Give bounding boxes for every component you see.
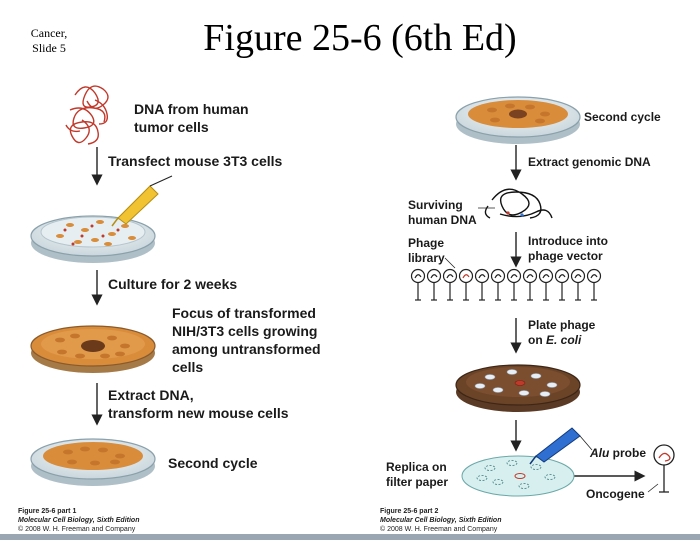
corner-line-2: Slide 5: [32, 41, 66, 55]
caption-1-book: Molecular Cell Biology, Sixth Edition: [18, 517, 140, 524]
caption-2-book: Molecular Cell Biology, Sixth Edition: [380, 517, 502, 524]
phage-icon: [554, 268, 570, 301]
label-focus-line-1: Focus of transformed: [172, 305, 316, 321]
phage-icon: [410, 268, 426, 301]
human-tumor-dna-icon: [65, 85, 109, 145]
label-replica: Replica on filter paper: [386, 460, 448, 490]
label-alu: Alu: [590, 446, 610, 460]
label-alu-probe: Alu probe: [590, 446, 646, 461]
petri-dish-phage-plate: [455, 364, 581, 412]
label-second-cycle-left: Second cycle: [168, 455, 258, 471]
label-phage-line-1: Phage: [408, 236, 445, 250]
label-replica-line-2: filter paper: [386, 475, 449, 489]
caption-1-title: Figure 25-6 part 1: [18, 508, 77, 515]
caption-part-1: Figure 25-6 part 1 Molecular Cell Biolog…: [18, 507, 139, 534]
label-probe: probe: [609, 446, 647, 460]
label-introduce-line-1: Introduce into: [528, 234, 608, 248]
phage-icon: [442, 268, 458, 301]
label-focus-line-4: cells: [172, 359, 204, 375]
slide-title: Figure 25-6 (6th Ed): [203, 17, 517, 59]
label-surviving-line-1: Surviving: [408, 198, 463, 212]
label-dna-from-tumor: DNA from human tumor cells: [134, 100, 249, 136]
label-plate-organism: E. coli: [546, 333, 582, 347]
caption-2-copyright: © 2008 W. H. Freeman and Company: [380, 526, 498, 533]
petri-dish-transfection: [30, 215, 156, 263]
label-surviving-line-2: human DNA: [408, 213, 477, 227]
label-oncogene: Oncogene: [586, 487, 645, 501]
label-phage-line-2: library: [408, 251, 445, 265]
label-focus-line-2: NIH/3T3 cells growing: [172, 323, 318, 339]
label-extract-line-2: transform new mouse cells: [108, 405, 289, 421]
label-focus: Focus of transformed NIH/3T3 cells growi…: [172, 304, 321, 376]
caption-part-2: Figure 25-6 part 2 Molecular Cell Biolog…: [380, 507, 501, 534]
leader-oncogene: [647, 483, 659, 493]
label-focus-line-3: among untransformed: [172, 341, 321, 357]
phage-icon: [474, 268, 490, 301]
pipette-icon: [111, 175, 173, 227]
alu-probe-dropper-icon: [529, 427, 593, 465]
corner-line-1: Cancer,: [30, 26, 68, 40]
label-extract-genomic: Extract genomic DNA: [528, 155, 651, 169]
petri-dish-focus: [30, 325, 156, 373]
caption-2-title: Figure 25-6 part 2: [380, 508, 439, 515]
label-replica-line-1: Replica on: [386, 460, 447, 474]
label-plate-line-1: Plate phage: [528, 318, 596, 332]
petri-dish-second-cycle-right: [455, 96, 581, 144]
label-transfect: Transfect mouse 3T3 cells: [108, 153, 283, 169]
label-second-cycle-right: Second cycle: [584, 110, 661, 124]
label-culture: Culture for 2 weeks: [108, 276, 238, 292]
label-introduce-line-2: phage vector: [528, 249, 603, 263]
phage-icon: [426, 268, 442, 301]
label-extract-line-1: Extract DNA,: [108, 387, 194, 403]
petri-dish-second-cycle-left: [30, 438, 156, 486]
label-plate-prefix: on: [528, 333, 546, 347]
phage-library-row: [410, 268, 602, 301]
phage-icon: [586, 268, 602, 301]
replica-filter-paper: [461, 455, 575, 497]
genomic-dna-icon: [484, 188, 553, 219]
phage-icon: [458, 268, 474, 301]
phage-icon: [538, 268, 554, 301]
label-dna-line-1: DNA from human: [134, 101, 249, 117]
label-introduce: Introduce into phage vector: [528, 234, 608, 264]
slide-bottom-bar: [0, 534, 700, 540]
label-plate-phage: Plate phage on E. coli: [528, 318, 595, 348]
label-phage-library: Phage library: [408, 236, 445, 266]
leader-phage-library: [444, 257, 456, 269]
label-dna-line-2: tumor cells: [134, 119, 209, 135]
phage-icon: [506, 268, 522, 301]
phage-icon: [522, 268, 538, 301]
oncogene-phage-icon: [653, 444, 675, 493]
label-extract-dna: Extract DNA, transform new mouse cells: [108, 386, 289, 422]
label-plate-line-2: on E. coli: [528, 333, 595, 348]
caption-1-copyright: © 2008 W. H. Freeman and Company: [18, 526, 136, 533]
phage-icon: [570, 268, 586, 301]
slide-corner-label: Cancer, Slide 5: [14, 26, 84, 56]
label-surviving-dna: Surviving human DNA: [408, 198, 477, 228]
phage-icon: [490, 268, 506, 301]
